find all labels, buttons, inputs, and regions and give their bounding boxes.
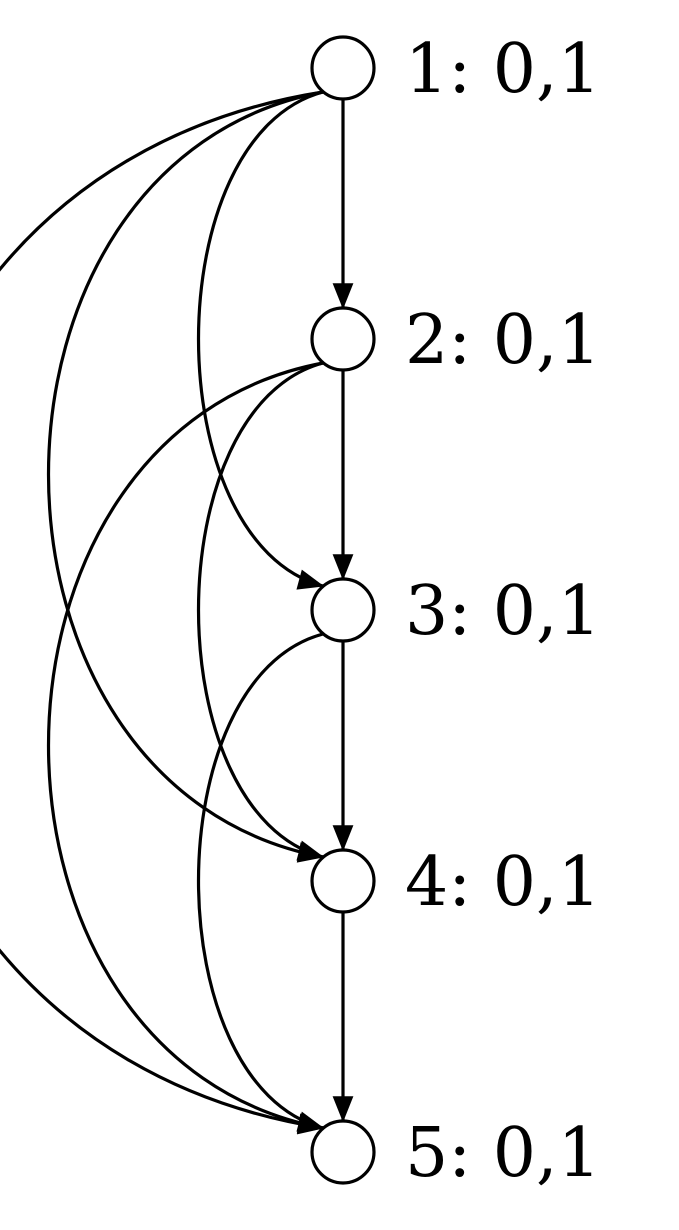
node-1: 1: 0,1: [310, 30, 601, 109]
node-3-circle: [310, 577, 376, 643]
edge-1-to-4: [46, 90, 325, 863]
edge-2-to-4: [196, 361, 325, 861]
node-1-circle: [310, 35, 376, 101]
edge-2-to-5: [46, 361, 325, 1134]
edge-3-to-5: [196, 632, 325, 1132]
edges-layer: [0, 90, 354, 1135]
node-2: 2: 0,1: [310, 301, 601, 380]
node-4-label: 4: 0,1: [405, 843, 601, 922]
node-2-label: 2: 0,1: [405, 301, 601, 380]
node-5-circle: [310, 1119, 376, 1185]
node-1-label: 1: 0,1: [405, 30, 601, 109]
edge-1-to-5: [0, 90, 325, 1135]
node-5: 5: 0,1: [310, 1114, 601, 1193]
node-4: 4: 0,1: [310, 843, 601, 922]
node-3-label: 3: 0,1: [405, 572, 601, 651]
node-3: 3: 0,1: [310, 572, 601, 651]
node-2-circle: [310, 306, 376, 372]
edge-1-to-3: [196, 90, 325, 590]
node-4-circle: [310, 848, 376, 914]
nodes-layer: 1: 0,1 2: 0,1 3: 0,1 4: 0,1 5: 0,1: [310, 30, 601, 1193]
node-5-label: 5: 0,1: [405, 1114, 601, 1193]
